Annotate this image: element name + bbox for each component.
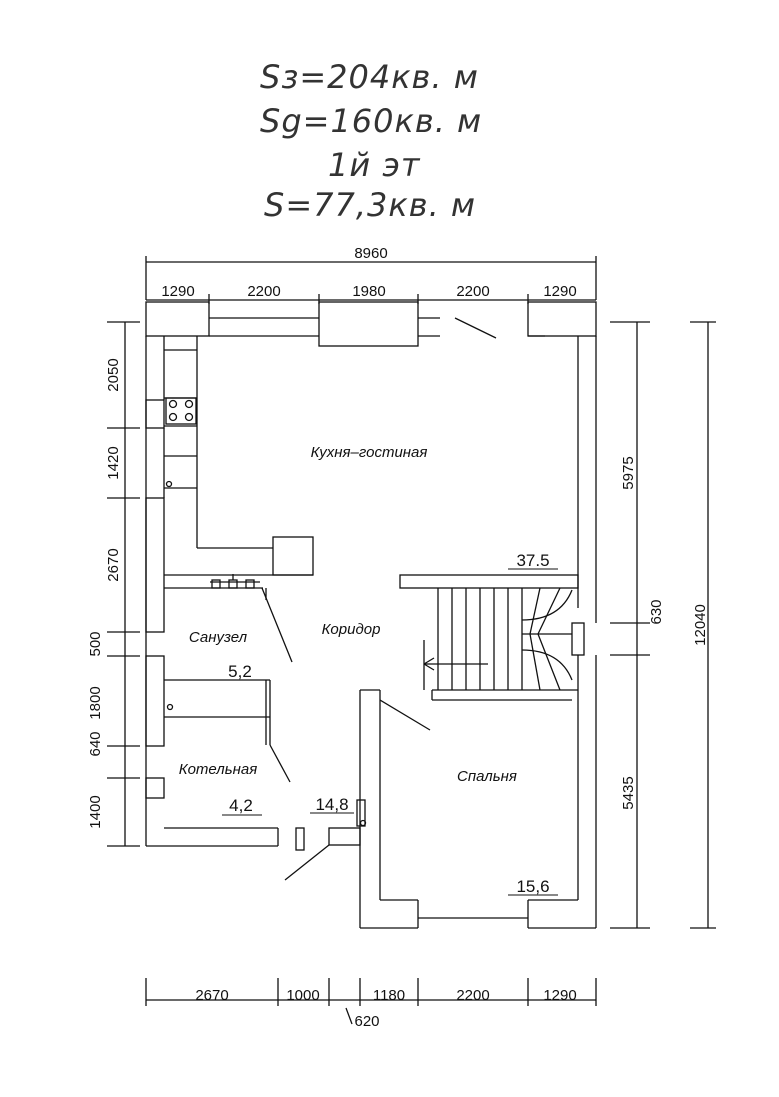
floor-area-label: S=77,3кв. м: [264, 186, 477, 224]
dim-top-2: 2200: [247, 283, 280, 300]
room-labels: Кухня–гостиная 37.5 Коридор 14,8 Санузел…: [179, 444, 550, 896]
dim-bottom-1: 2670: [195, 987, 228, 1004]
dim-top-1: 1290: [161, 283, 194, 300]
kitchen-fixtures: [164, 349, 367, 827]
dim-right-2: 630: [648, 599, 665, 624]
room-bedroom-name: Спальня: [457, 768, 517, 785]
dim-left-6: 640: [87, 731, 104, 756]
room-boiler-area: 4,2: [229, 796, 253, 815]
room-corridor-area: 14,8: [315, 795, 348, 814]
staircase: [423, 587, 573, 691]
room-kitchen-name: Кухня–гостиная: [311, 444, 428, 461]
right-dimension-lines: [610, 321, 716, 929]
dim-left-3: 2670: [105, 548, 122, 581]
living-area-label: Sg=160кв. м: [260, 102, 483, 140]
dim-bottom-4: 2200: [456, 987, 489, 1004]
dim-bottom-extra: 620: [354, 1013, 379, 1030]
dim-bottom-5: 1290: [543, 987, 576, 1004]
dim-top-4: 2200: [456, 283, 489, 300]
total-area-label: Sз=204кв. м: [260, 58, 479, 96]
room-bathroom-name: Санузел: [189, 629, 248, 646]
room-boiler-name: Котельная: [179, 761, 257, 778]
dimension-labels: 8960 1290 2200 1980 2200 1290 2050 1420 …: [87, 245, 709, 1030]
dim-top-total: 8960: [354, 245, 387, 262]
room-bedroom-area: 15,6: [516, 877, 549, 896]
dim-left-1: 2050: [105, 358, 122, 391]
room-corridor-name: Коридор: [322, 621, 381, 638]
bottom-dimension-lines: [145, 978, 597, 1025]
dim-left-4: 500: [87, 631, 104, 656]
dim-right-3: 5435: [620, 776, 637, 809]
dim-left-2: 1420: [105, 446, 122, 479]
dim-top-5: 1290: [543, 283, 576, 300]
exterior-walls: [145, 301, 597, 929]
room-kitchen-area: 37.5: [516, 551, 549, 570]
left-dimension-lines: [107, 321, 140, 847]
top-dimension-lines: [145, 256, 597, 304]
dim-bottom-3: 1180: [373, 987, 405, 1004]
dim-left-7: 1400: [87, 795, 104, 828]
dim-right-1: 5975: [620, 456, 637, 489]
dim-right-total: 12040: [692, 604, 709, 646]
dim-bottom-2: 1000: [286, 987, 319, 1004]
dim-top-3: 1980: [352, 283, 385, 300]
area-underlines: [219, 568, 558, 896]
dim-left-5: 1800: [87, 686, 104, 719]
floor-label: 1й эт: [328, 146, 421, 184]
interior-walls: [164, 336, 579, 881]
plan-header: Sз=204кв. м Sg=160кв. м 1й эт S=77,3кв. …: [250, 58, 580, 228]
room-bathroom-area: 5,2: [228, 662, 252, 681]
